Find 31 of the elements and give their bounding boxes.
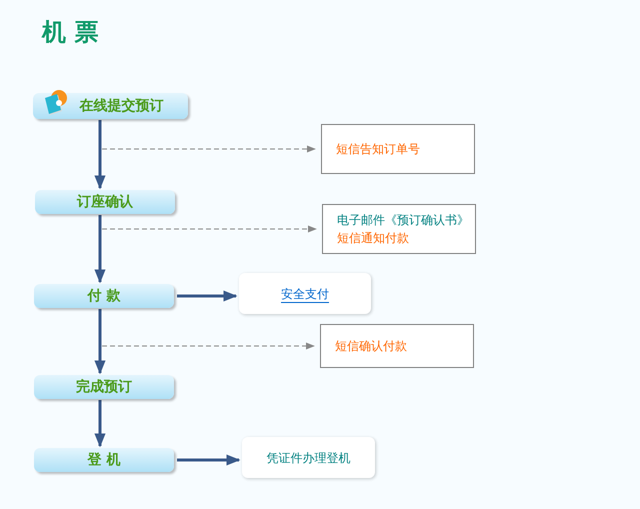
step-button — [34, 448, 174, 472]
step-button — [35, 190, 175, 214]
note-text: 短信告知订单号 — [336, 141, 420, 157]
note-box — [321, 124, 475, 174]
step-label: 在线提交预订 — [78, 98, 164, 114]
step-label: 订座确认 — [77, 194, 133, 210]
dashed-arrow — [102, 225, 317, 233]
arrow — [94, 120, 106, 190]
step-label: 登 机 — [88, 452, 120, 468]
arrow — [177, 454, 240, 466]
arrow — [94, 400, 106, 448]
arrow — [94, 215, 106, 284]
note-box — [322, 204, 476, 254]
arrow — [177, 290, 238, 302]
info-card — [242, 437, 375, 478]
arrow — [94, 309, 106, 374]
link: 安全支付 — [281, 286, 329, 302]
note-text: 短信通知付款 — [337, 230, 409, 246]
step-label: 付 款 — [88, 288, 120, 304]
page-title: 机 票 — [42, 17, 98, 48]
note-box — [320, 324, 474, 368]
dashed-arrow — [102, 145, 316, 153]
note-text: 电子邮件《预订确认书》 — [337, 212, 469, 228]
info-card — [239, 273, 371, 314]
note-text: 凭证件办理登机 — [266, 450, 350, 466]
step-label: 完成预订 — [76, 379, 132, 395]
step-button — [34, 375, 174, 399]
step-button — [33, 93, 188, 119]
step-button — [34, 284, 174, 308]
dashed-arrow — [102, 342, 315, 350]
note-text: 短信确认付款 — [335, 338, 407, 354]
